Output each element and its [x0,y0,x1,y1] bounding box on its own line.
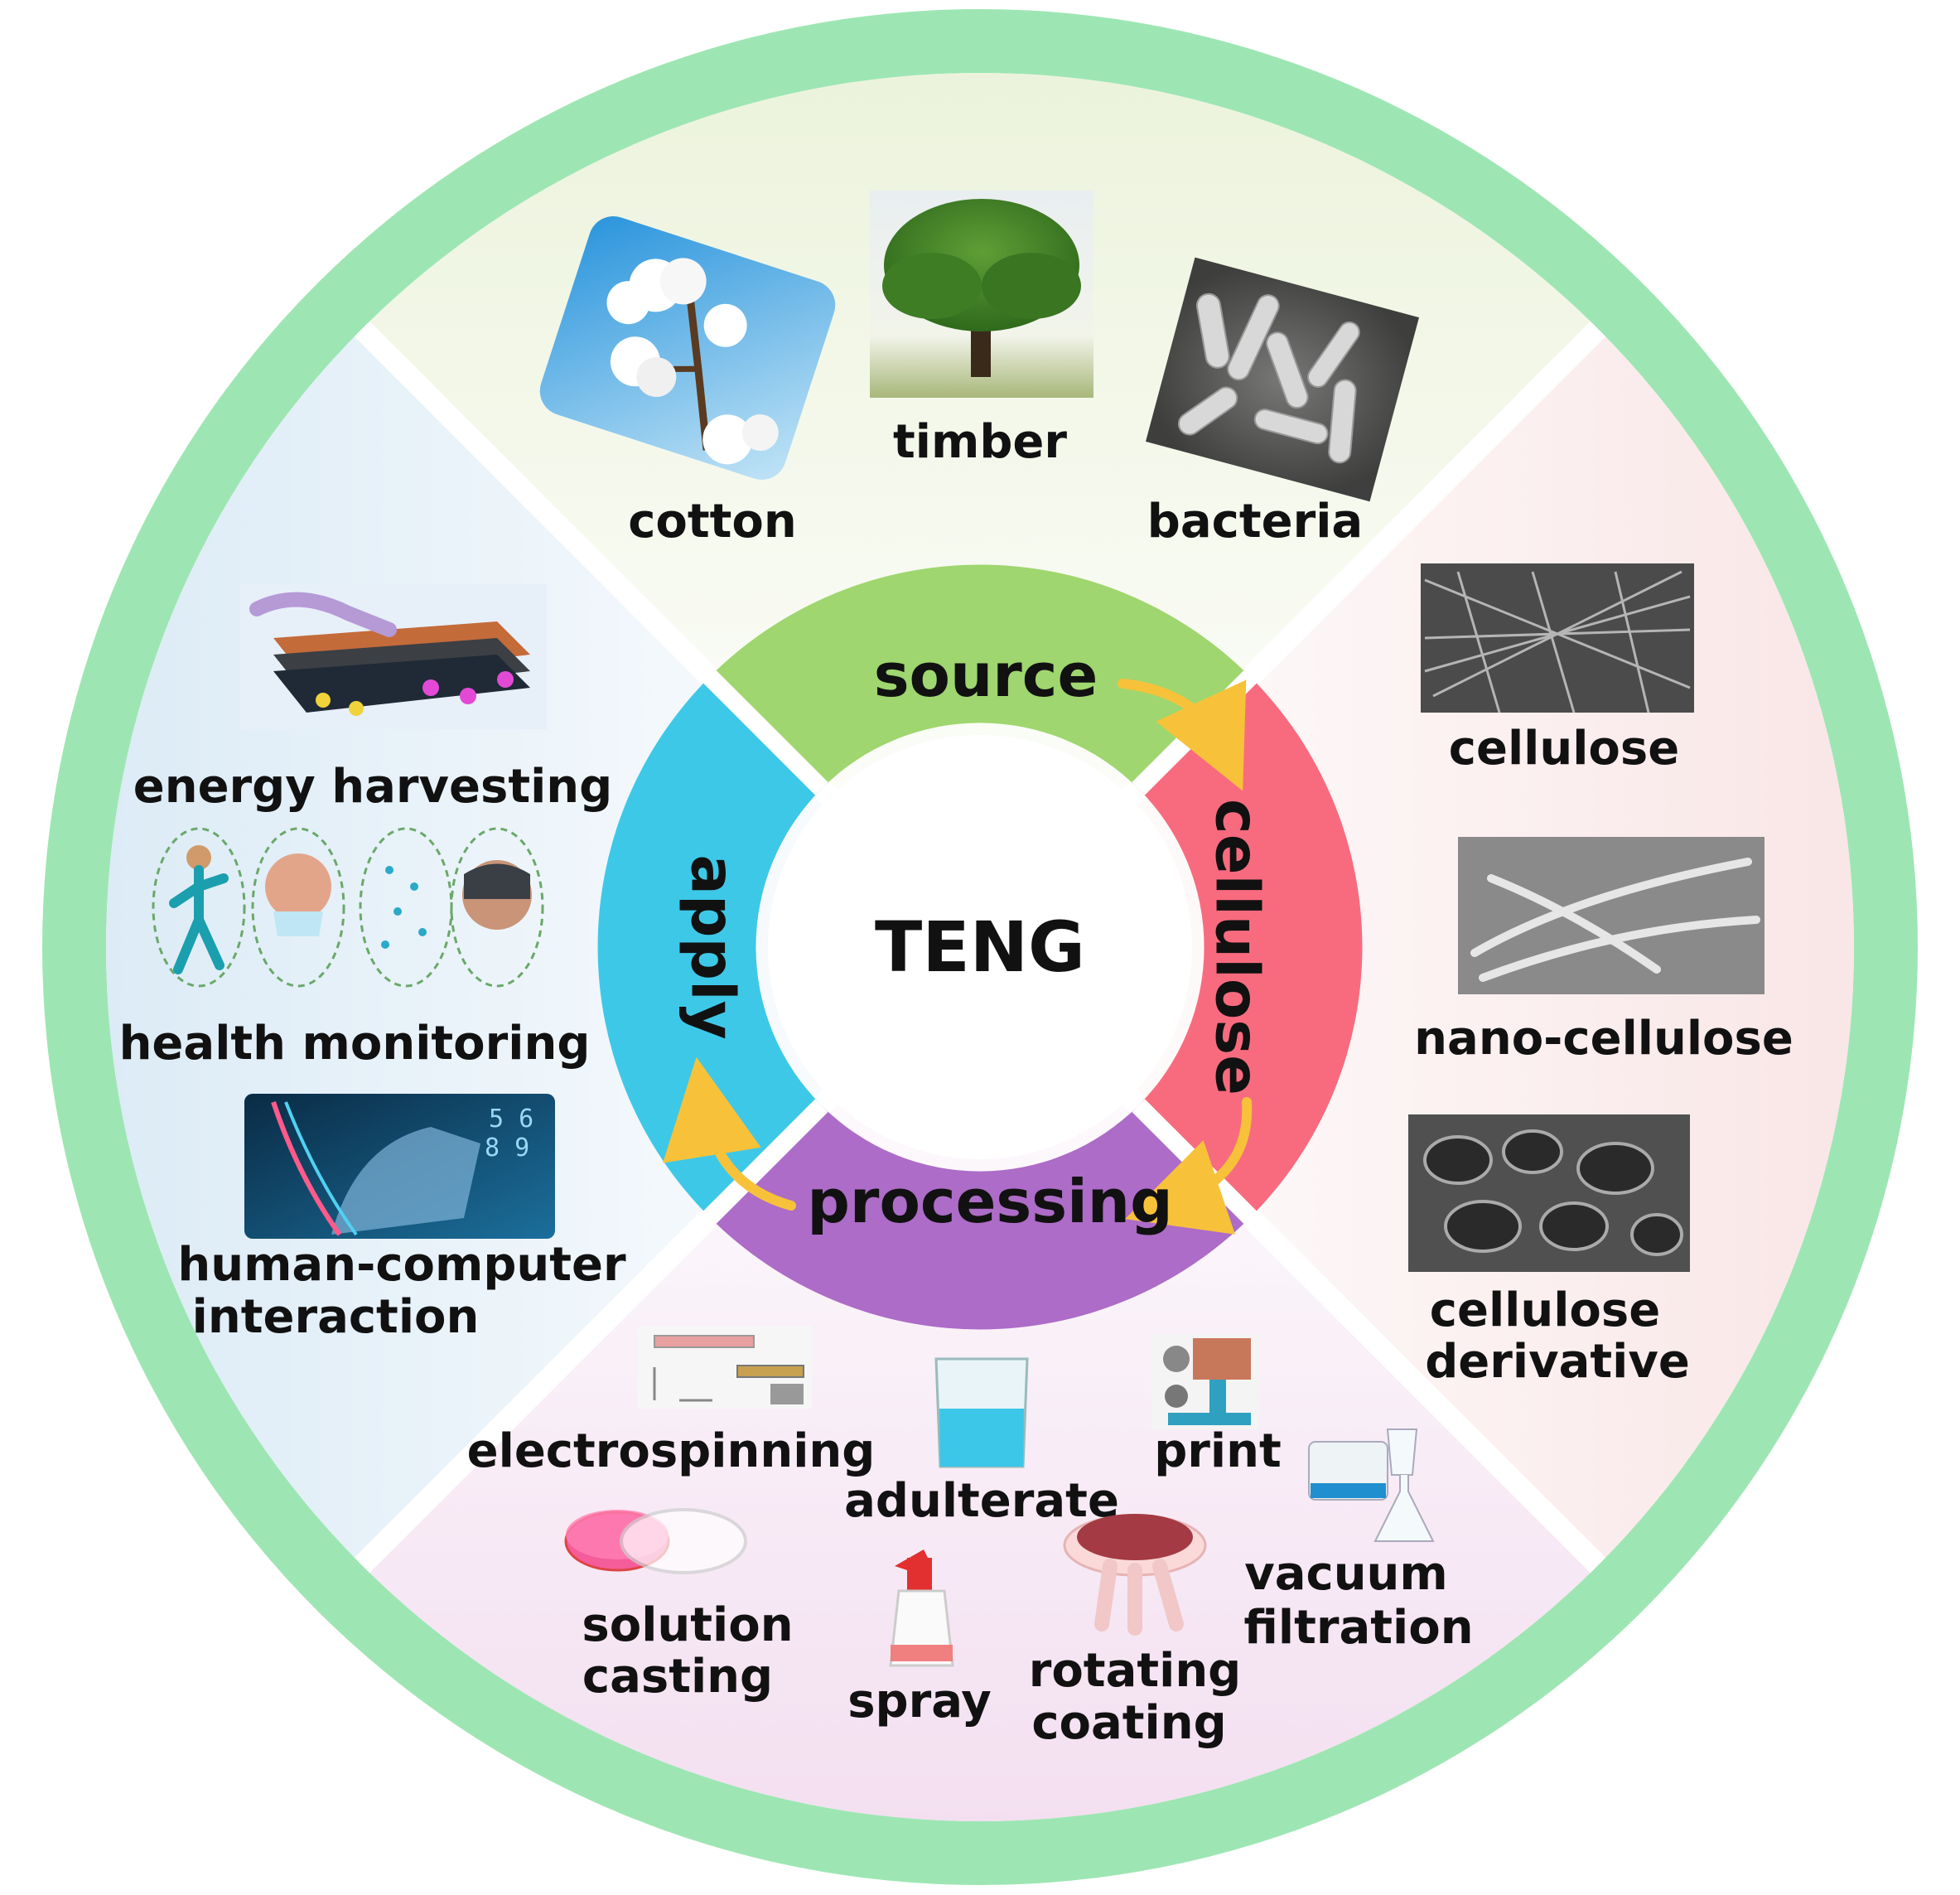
health-monitoring-image [152,827,544,988]
label-cotton: cotton [628,495,797,549]
ring-label-apply: apply [678,854,747,1039]
svg-text:8 9: 8 9 [485,1134,529,1163]
cotton-image [539,216,836,480]
label-print: print [1154,1424,1282,1478]
arrow-source-to-cellulose [1118,679,1247,791]
vacuum-filtration-image [1308,1429,1435,1542]
ring-label-cellulose: cellulose [1202,799,1272,1095]
label-spray: spray [847,1675,992,1728]
ring-cellulose[interactable] [1138,676,1363,1218]
nano-cellulose-sem-image [1458,837,1764,994]
ring-source[interactable] [709,564,1251,789]
ring-label-processing: processing [807,1167,1172,1236]
bacteria-image [1146,257,1419,502]
label-solution-casting-line2: casting [582,1650,773,1704]
label-vacuum-line1: vacuum [1244,1547,1448,1601]
label-hci-line2: interaction [192,1290,480,1344]
human-computer-interaction-image: 5 6 8 9 [244,1094,555,1239]
electrospinning-image [638,1326,812,1409]
cellulose-derivative-sem-image [1408,1114,1690,1272]
solution-casting-petri-image [564,1508,747,1574]
center-label-teng: TENG [875,906,1085,988]
label-cellulose-derivative-line2: derivative [1425,1335,1690,1389]
label-timber: timber [893,415,1067,469]
label-health-monitoring: health monitoring [119,1017,591,1071]
label-adulterate: adulterate [844,1474,1119,1528]
label-hci-line1: human-computer [177,1238,626,1292]
label-rotating-coating-line1: rotating [1029,1644,1242,1698]
center-circle [768,735,1192,1159]
adulterate-beaker-image [934,1357,1029,1468]
energy-harvesting-image [240,584,547,729]
svg-text:5 6: 5 6 [489,1105,533,1134]
ring-label-source: source [874,641,1098,710]
label-rotating-coating-line2: coating [1031,1696,1226,1750]
ring-apply[interactable] [597,676,822,1218]
spray-bottle-image [889,1549,954,1667]
print-image [1151,1334,1259,1429]
timber-image [870,191,1093,398]
label-energy-harvesting: energy harvesting [133,760,613,814]
label-vacuum-line2: filtration [1243,1601,1473,1655]
arrow-cellulose-to-processing [1125,1097,1253,1235]
ring-processing[interactable] [709,1105,1251,1330]
label-cellulose: cellulose [1449,722,1679,776]
label-cellulose-derivative-line1: cellulose [1430,1283,1660,1337]
arrow-processing-to-apply [663,1056,796,1211]
rotating-coating-image [1063,1514,1207,1636]
cellulose-sem-image [1421,563,1694,713]
cycle-arrows [663,679,1253,1235]
label-electrospinning: electrospinning [467,1424,876,1478]
label-solution-casting-line1: solution [582,1598,793,1652]
label-nano-cellulose: nano-cellulose [1414,1012,1793,1066]
label-bacteria: bacteria [1147,495,1363,549]
